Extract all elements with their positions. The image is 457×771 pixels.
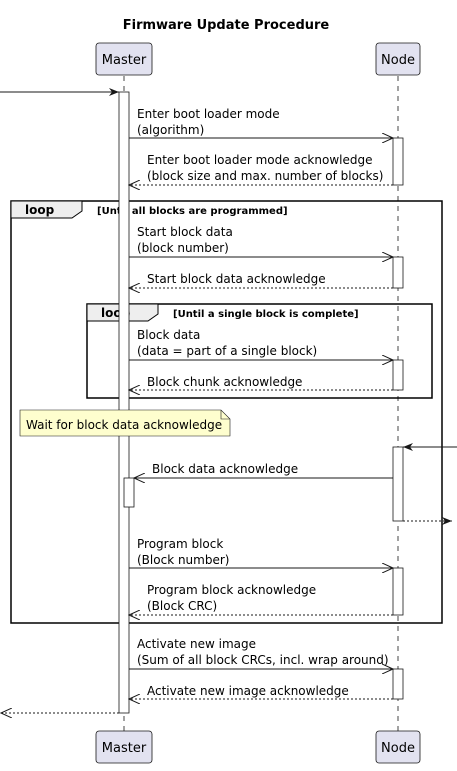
msg-block-data-ack: Block data acknowledge	[152, 462, 298, 476]
msg-block-data-line2: (data = part of a single block)	[137, 344, 317, 358]
svg-text:[Until all blocks are programm: [Until all blocks are programmed]	[97, 206, 288, 217]
node-activation-4	[392, 446, 404, 522]
msg-enter-boot-line1: Enter boot loader mode	[137, 107, 280, 121]
svg-text:Master: Master	[102, 741, 147, 756]
node-activation-2	[392, 256, 404, 289]
msg-start-block-ack: Start block data acknowledge	[147, 272, 326, 286]
participant-node-bottom: Node	[375, 730, 421, 764]
msg-block-data-line1: Block data	[137, 328, 200, 342]
diagram-title: Firmware Update Procedure	[123, 18, 330, 33]
msg-program-block-line1: Program block	[137, 537, 223, 551]
msg-enter-boot-ack-line1: Enter boot loader mode acknowledge	[147, 153, 372, 167]
svg-text:Node: Node	[381, 53, 415, 68]
msg-start-block-line2: (block number)	[137, 241, 229, 255]
msg-program-block-line2: (Block number)	[137, 553, 229, 567]
msg-activate-line2: (Sum of all block CRCs, incl. wrap aroun…	[137, 653, 389, 667]
loop-frame-outer: loop [Until all blocks are programmed]	[10, 200, 443, 624]
master-activation	[118, 91, 130, 714]
msg-activate-ack: Activate new image acknowledge	[147, 684, 349, 698]
node-activation-5	[392, 567, 404, 616]
msg-enter-boot-line2: (algorithm)	[137, 123, 204, 137]
msg-enter-boot-ack-line2: (block size and max. number of blocks)	[147, 169, 383, 183]
svg-text:[Until a single block is compl: [Until a single block is complete]	[173, 309, 359, 320]
node-activation-3	[392, 359, 404, 391]
svg-text:Node: Node	[381, 741, 415, 756]
node-activation-1	[392, 137, 404, 186]
participant-node-top: Node	[375, 42, 421, 76]
node-activation-6	[392, 668, 404, 700]
msg-start-block-line1: Start block data	[137, 225, 233, 239]
svg-text:loop: loop	[25, 203, 55, 217]
msg-block-chunk-ack: Block chunk acknowledge	[147, 375, 302, 389]
note-wait-block-ack: Wait for block data acknowledge	[19, 409, 231, 437]
svg-text:Wait for block data acknowledg: Wait for block data acknowledge	[26, 418, 222, 432]
msg-program-block-ack-line2: (Block CRC)	[147, 599, 217, 613]
svg-text:Master: Master	[102, 53, 147, 68]
msg-activate-line1: Activate new image	[137, 637, 256, 651]
participant-master-top: Master	[95, 42, 153, 76]
participant-master-bottom: Master	[95, 730, 153, 764]
master-activation-nested	[123, 477, 135, 508]
msg-program-block-ack-line1: Program block acknowledge	[147, 583, 316, 597]
